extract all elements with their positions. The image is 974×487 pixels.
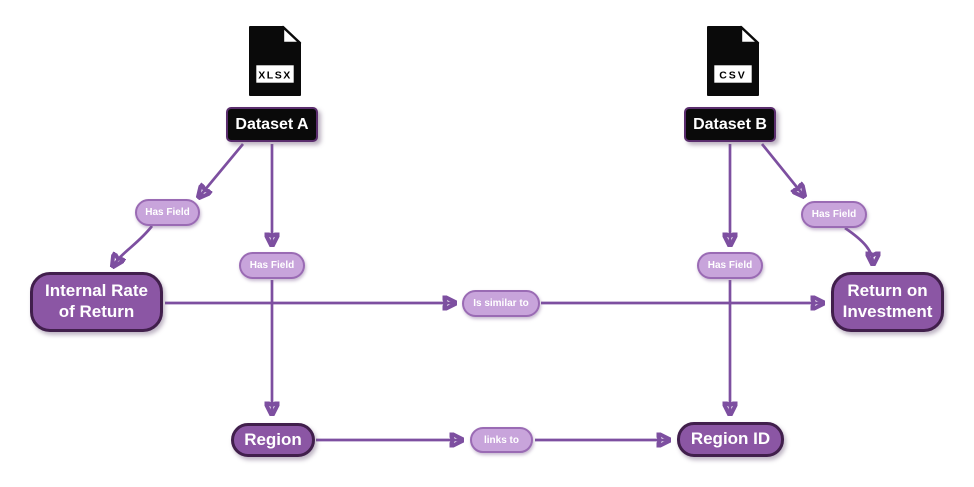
node-return-on-investment[interactable]: Return on Investment [831, 272, 944, 332]
edge-label-has-field-a-irr[interactable]: Has Field [135, 199, 200, 226]
edge-dataset-b-to-hasfield-right [760, 143, 804, 196]
xlsx-file-icon: XLSX [249, 25, 302, 96]
edge-label-has-field-b-roi[interactable]: Has Field [801, 201, 867, 228]
edge-label-has-field-a-region[interactable]: Has Field [239, 252, 305, 279]
file-type-label-csv: CSV [719, 70, 747, 82]
csv-file-icon: CSV [707, 25, 760, 96]
node-dataset-b[interactable]: Dataset B [684, 107, 776, 142]
node-region-id[interactable]: Region ID [677, 422, 784, 457]
node-internal-rate-of-return[interactable]: Internal Rate of Return [30, 272, 163, 332]
edge-label-has-field-b-region-id[interactable]: Has Field [697, 252, 763, 279]
node-dataset-a[interactable]: Dataset A [226, 107, 318, 142]
node-region[interactable]: Region [231, 423, 315, 457]
edge-label-is-similar-to[interactable]: Is similar to [462, 290, 540, 317]
edge-hasfield-left-to-irr [113, 225, 154, 266]
file-type-label-xlsx: XLSX [258, 70, 291, 82]
edge-hasfield-right-to-roi [844, 226, 873, 264]
edge-label-links-to[interactable]: links to [470, 427, 533, 453]
edge-dataset-a-to-hasfield-left [199, 143, 245, 197]
